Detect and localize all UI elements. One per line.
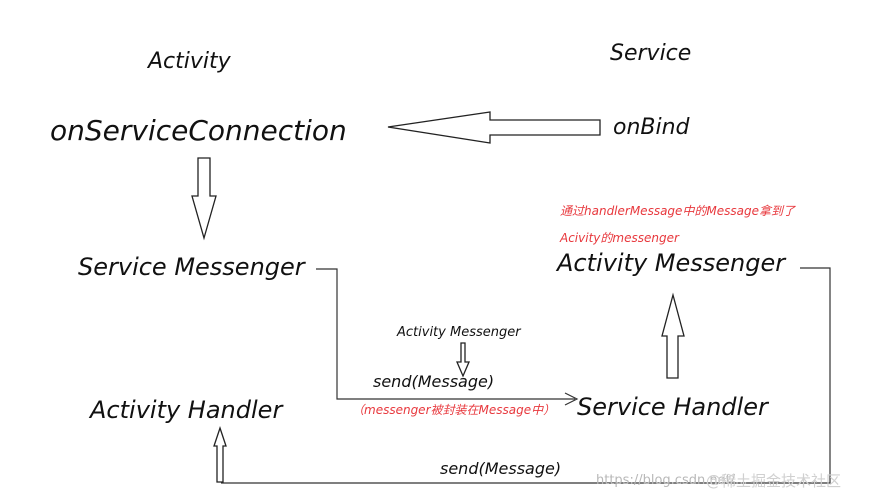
small-down-arrow xyxy=(456,342,470,378)
on-service-connection-label: onServiceConnection xyxy=(50,114,347,147)
send-message-bottom-label: send(Message) xyxy=(440,459,561,478)
note-line-2: Acivity的messenger xyxy=(559,231,680,245)
connector-top xyxy=(316,268,575,400)
up-arrow-right xyxy=(661,292,685,379)
note-wrapped: （messenger被封装在Message中） xyxy=(352,403,555,417)
activity-messenger-label: Activity Messenger xyxy=(555,249,787,277)
note-line-1: 通过handlerMessage中的Message拿到了 xyxy=(560,204,796,218)
connector-bottom xyxy=(221,267,831,484)
activity-title: Activity xyxy=(146,49,232,74)
up-arrow-left xyxy=(213,425,227,483)
service-messenger-label: Service Messenger xyxy=(78,253,307,281)
on-bind-label: onBind xyxy=(613,115,691,140)
service-title: Service xyxy=(610,41,691,66)
small-activity-messenger-label: Activity Messenger xyxy=(396,325,522,340)
send-message-top-label: send(Message) xyxy=(373,372,494,391)
connector-top-head xyxy=(564,392,579,406)
watermark-brand: @稀土掘金技术社区 xyxy=(706,472,841,490)
activity-handler-label: Activity Handler xyxy=(88,396,284,424)
down-arrow-left xyxy=(191,157,217,241)
service-handler-label: Service Handler xyxy=(577,393,770,421)
watermark-url: https://blog.csdn.net/... xyxy=(596,473,747,488)
left-arrow xyxy=(387,111,601,144)
